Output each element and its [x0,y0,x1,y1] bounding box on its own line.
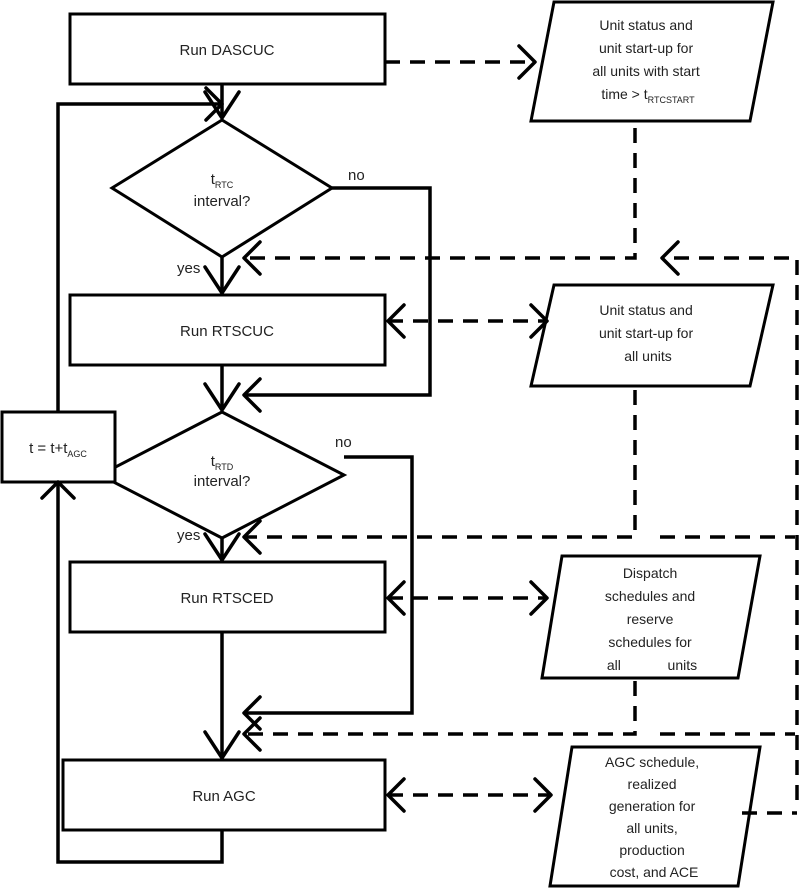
arrowhead-left [660,240,680,276]
arrowhead-left [242,519,262,555]
rtscuc-output-parallelogram [529,283,775,388]
dascuc-output-text: Unit status and unit start-up for all un… [592,17,703,105]
run-rtscuc-label: Run RTSCUC [180,323,274,340]
arrowhead-left [242,716,262,752]
arrowheads [40,44,680,813]
dashed-data-lines [244,60,799,815]
run-agc-label: Run AGC [192,788,256,805]
rtc-decision-text: interval? [194,193,251,210]
run-rtsced-label: Run RTSCED [180,590,273,607]
rtscuc-output-text: Unit status and unit start-up for all un… [599,302,697,364]
arrowhead-left [242,240,262,276]
rtsced-output-text: Dispatch schedules and reserve schedules… [605,565,699,673]
arrowhead-down [203,90,241,120]
solid-flow-lines [56,84,432,864]
arrowhead-down [203,730,241,760]
arrowhead-down [203,532,241,562]
rtd-decision-text: interval? [194,473,251,490]
arrowhead-left [386,580,406,616]
run-dascuc-label: Run DASCUC [179,42,274,59]
arrowhead-right [517,44,537,80]
arrowhead-left [386,303,406,339]
run-rtsced-box [68,560,387,634]
arrowhead-right [529,580,549,616]
run-rtscuc-box [68,293,387,367]
run-agc-box [61,758,387,832]
arrowhead-down [203,382,241,412]
rtd-decision-variable: tRTD [211,453,234,472]
agc-output-parallelogram [548,745,762,888]
time-update-label: t = t+tAGC [29,440,87,459]
rtc-yes-label: yes [177,260,200,277]
arrowhead-right [533,777,553,813]
dascuc-output-parallelogram [529,0,775,123]
arrowhead-down [203,265,241,295]
arrowhead-left [386,777,406,813]
arrowhead-left [242,377,262,413]
arrowhead-right [529,303,549,339]
arrowhead-right [204,86,224,122]
rtd-no-label: no [335,434,352,451]
agc-output-text: AGC schedule, realized generation for al… [605,754,703,880]
rtsced-output-parallelogram [540,554,762,680]
rtd-yes-label: yes [177,527,200,544]
arrowhead-up [40,480,76,500]
run-dascuc-box [68,12,387,86]
rtc-no-label: no [348,167,365,184]
rtc-decision-variable: tRTC [211,171,234,190]
